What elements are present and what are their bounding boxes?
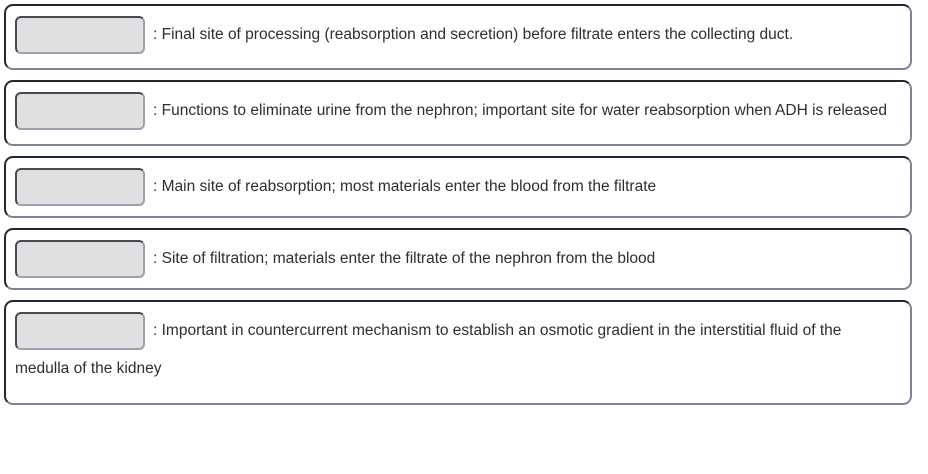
card-description: : Site of filtration; materials enter th… <box>153 250 656 268</box>
answer-drop-slot[interactable] <box>15 168 145 207</box>
matching-question-list: : Final site of processing (reabsorption… <box>4 4 912 405</box>
match-card: : Important in countercurrent mechanism … <box>4 300 912 405</box>
card-body: : Main site of reabsorption; most materi… <box>15 168 898 207</box>
match-card: : Site of filtration; materials enter th… <box>4 228 912 291</box>
answer-drop-slot[interactable] <box>15 92 145 131</box>
match-card: : Final site of processing (reabsorption… <box>4 4 912 71</box>
answer-drop-slot[interactable] <box>15 16 145 54</box>
match-card: : Main site of reabsorption; most materi… <box>4 156 912 219</box>
card-body: : Site of filtration; materials enter th… <box>15 240 898 279</box>
card-description: : Main site of reabsorption; most materi… <box>153 178 657 196</box>
answer-drop-slot[interactable] <box>15 312 145 351</box>
match-card: : Functions to eliminate urine from the … <box>4 80 912 147</box>
answer-drop-slot[interactable] <box>15 240 145 279</box>
card-body: : Important in countercurrent mechanism … <box>15 312 898 388</box>
card-description: : Functions to eliminate urine from the … <box>153 102 888 120</box>
card-description: : Final site of processing (reabsorption… <box>153 26 794 43</box>
card-description: : Important in countercurrent mechanism … <box>15 322 842 378</box>
card-body: : Functions to eliminate urine from the … <box>15 92 898 131</box>
card-body: : Final site of processing (reabsorption… <box>15 16 898 54</box>
